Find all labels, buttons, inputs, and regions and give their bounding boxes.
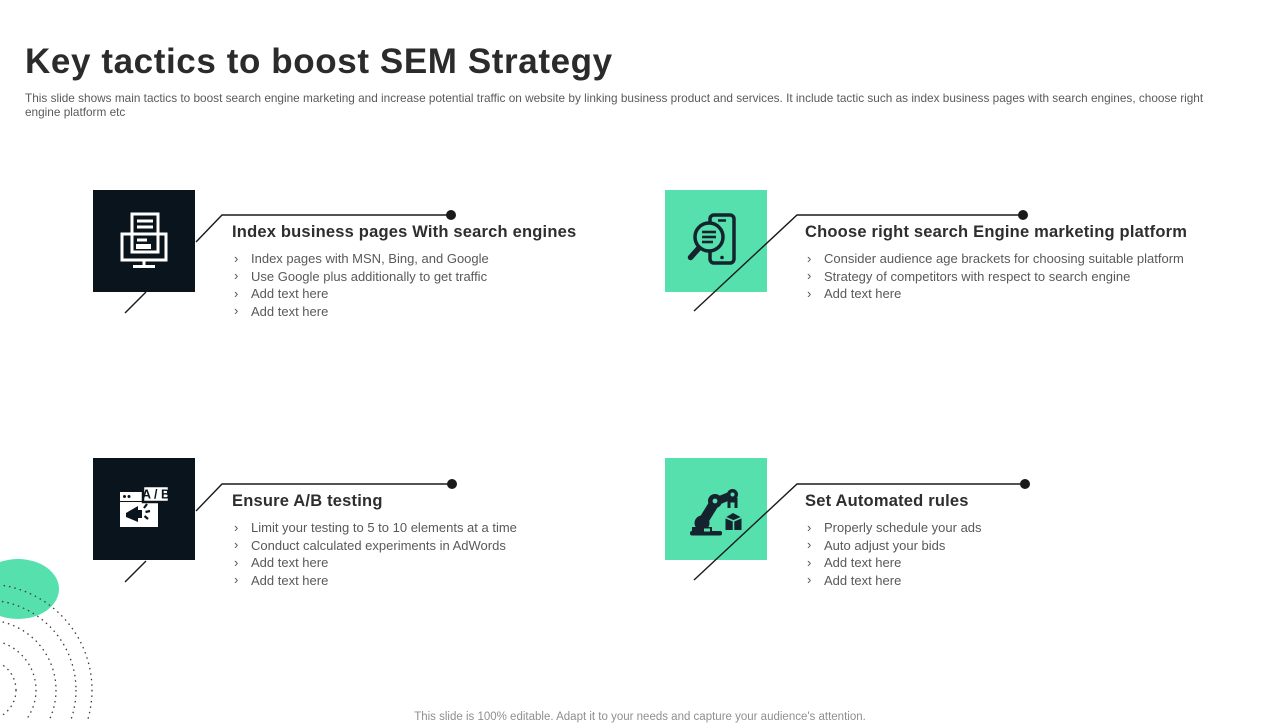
bullet-marker: › — [234, 572, 239, 588]
bullet-marker: › — [807, 285, 812, 301]
bullet-marker: › — [234, 250, 239, 266]
bullet-item: › Add text here — [805, 572, 1190, 590]
bullet-marker: › — [234, 554, 239, 570]
bullet-text: Add text here — [824, 286, 902, 302]
tactic-text-automated-rules: Set Automated rules › Properly schedule y… — [805, 490, 1190, 589]
bullet-text: Use Google plus additionally to get traf… — [251, 268, 488, 284]
slide-subtitle: This slide shows main tactics to boost s… — [25, 90, 1204, 120]
bullet-item: › Add text here — [232, 572, 624, 590]
tactic-heading: Index business pages With search engines — [232, 223, 577, 241]
tactic-tile-choose-platform — [665, 190, 767, 292]
ab-label: A / B — [142, 488, 170, 502]
bullet-text: Strategy of competitors with respect to … — [824, 268, 1131, 284]
robot-arm-icon — [690, 489, 742, 536]
bullet-text: Add text here — [251, 572, 329, 588]
bullet-text: Limit your testing to 5 to 10 elements a… — [251, 520, 517, 535]
tactic-bullets: › Properly schedule your ads › Auto adjust… — [805, 519, 1190, 589]
bullet-text: Add text here — [824, 555, 902, 571]
bullet-marker: › — [807, 250, 812, 266]
bullet-marker: › — [234, 537, 239, 553]
tactic-bullets: › Consider audience age brackets for choo… — [805, 250, 1190, 303]
tactic-text-ab-testing: Ensure A/B testing › Limit your testing t… — [232, 490, 624, 589]
bullet-marker: › — [807, 268, 812, 284]
tactic-heading: Set Automated rules — [805, 492, 969, 510]
teal-blob — [0, 559, 59, 619]
bullet-item: › Strategy of competitors with respect to… — [805, 268, 1190, 286]
dotted-rings — [0, 584, 93, 720]
tactic-tile-index-pages — [93, 190, 195, 292]
bullet-item: › Conduct calculated experiments in AdWor… — [232, 537, 624, 555]
bullet-marker: › — [807, 572, 812, 588]
bullet-text: Add text here — [251, 555, 329, 571]
document-monitor-icon — [120, 212, 168, 268]
slide-title: Key tactics to boost SEM Strategy — [25, 42, 613, 82]
bullet-marker: › — [234, 519, 239, 535]
ab-testing-icon: A / B — [120, 484, 171, 527]
bullet-item: › Add text here — [805, 554, 1190, 572]
tactic-text-index-pages: Index business pages With search engines… — [232, 221, 624, 320]
search-phone-icon — [687, 213, 736, 265]
footer-note: This slide is 100% editable. Adapt it to… — [414, 710, 866, 723]
bullet-item: › Add text here — [232, 303, 624, 321]
bullet-text: Properly schedule your ads — [824, 520, 982, 535]
bullet-marker: › — [234, 268, 239, 284]
bullet-item: › Use Google plus additionally to get tra… — [232, 268, 624, 286]
bullet-item: › Add text here — [232, 285, 624, 303]
bullet-marker: › — [234, 303, 239, 319]
bullet-item: › Consider audience age brackets for choo… — [805, 250, 1190, 268]
bullet-item: › Properly schedule your ads — [805, 519, 1190, 537]
bullet-item: › Index pages with MSN, Bing, and Google — [232, 250, 624, 268]
bullet-text: Auto adjust your bids — [824, 537, 946, 553]
bullet-item: › Add text here — [232, 554, 624, 572]
bullet-text: Index pages with MSN, Bing, and Google — [251, 251, 489, 266]
tactic-heading: Ensure A/B testing — [232, 492, 383, 510]
bullet-marker: › — [807, 519, 812, 535]
tactic-heading: Choose right search Engine marketing pla… — [805, 223, 1188, 241]
bullet-item: › Auto adjust your bids — [805, 537, 1190, 555]
tactic-tile-ab-testing: A / B — [93, 458, 195, 560]
bullet-text: Add text here — [824, 572, 902, 588]
bullet-text: Conduct calculated experiments in AdWord… — [251, 537, 506, 553]
bullet-item: › Add text here — [805, 285, 1190, 303]
bullet-item: › Limit your testing to 5 to 10 elements … — [232, 519, 624, 537]
bullet-text: Add text here — [251, 286, 329, 302]
tactic-text-choose-platform: Choose right search Engine marketing pla… — [805, 221, 1190, 303]
bullet-marker: › — [807, 554, 812, 570]
bullet-marker: › — [807, 537, 812, 553]
tactic-bullets: › Limit your testing to 5 to 10 elements … — [232, 519, 624, 589]
bullet-text: Consider audience age brackets for choos… — [824, 251, 1184, 266]
tactic-bullets: ›Index pages with MSN, Bing, and Google … — [232, 250, 624, 320]
bullet-text: Add text here — [251, 303, 329, 319]
tactic-tile-automated-rules — [665, 458, 767, 560]
bullet-marker: › — [234, 285, 239, 301]
